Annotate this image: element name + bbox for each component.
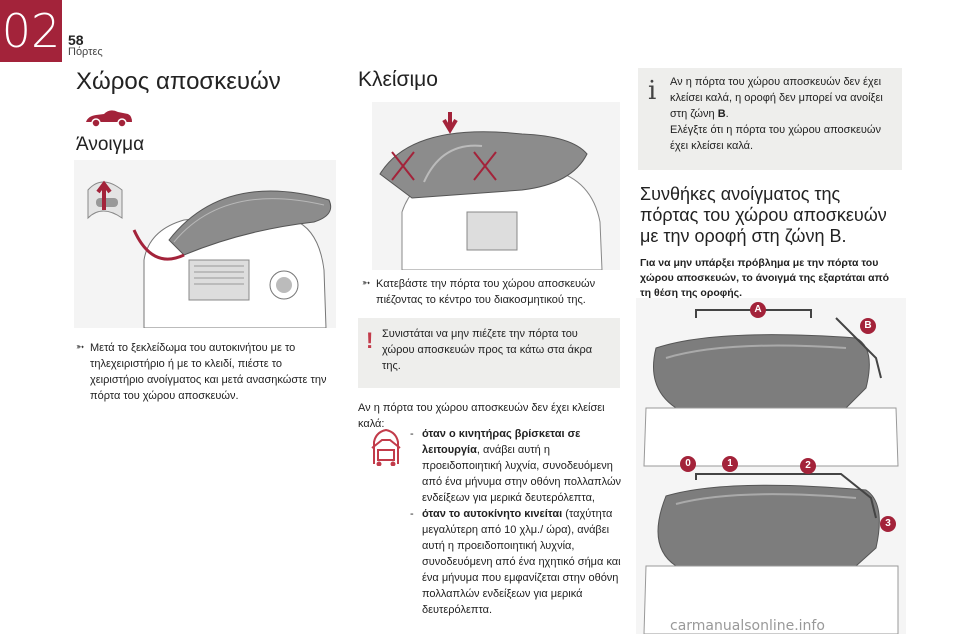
status-item-heading: όταν το αυτοκίνητο κινείται	[422, 508, 563, 520]
subsection-title-opening: Άνοιγμα	[76, 134, 145, 155]
closing-instruction: ➳ Κατεβάστε την πόρτα του χώρου αποσκευώ…	[362, 276, 612, 308]
status-item-vehicle-moving: - όταν το αυτοκίνητο κινείται (ταχύτητα …	[410, 508, 621, 616]
zone-badge-a: A	[750, 302, 766, 318]
status-item-heading: όταν ο κινητήρας βρίσκεται σε λειτουργία	[422, 428, 581, 456]
status-intro: Αν η πόρτα του χώρου αποσκευών δεν έχει …	[358, 402, 605, 430]
info-text-part1: Αν η πόρτα του χώρου αποσκευών δεν έχει …	[670, 76, 883, 120]
zone-badge-2: 2	[800, 458, 816, 474]
status-item-text: (ταχύτητα μεγαλύτερη από 10 χλμ./ ώρα), …	[422, 508, 621, 616]
info-zone-label: B	[717, 108, 726, 120]
warning-text: Συνιστάται να μην πιέζετε την πόρτα του …	[382, 328, 593, 372]
warning-box: ! Συνιστάται να μην πιέζετε την πόρτα το…	[358, 318, 620, 388]
open-boot-warning-icon	[368, 426, 404, 467]
zone-badge-3: 3	[880, 516, 896, 532]
bullet-arrow-icon: ➳	[76, 342, 85, 353]
zone-badge-0: 0	[680, 456, 696, 472]
roof-position-diagram: A B 0 1 2 3	[636, 298, 906, 635]
page-number: 58	[68, 32, 84, 48]
info-text-part2: .	[725, 108, 729, 120]
bullet-arrow-icon: ➳	[362, 278, 371, 289]
convertible-car-icon	[84, 104, 134, 128]
status-item-engine-running: - όταν ο κινητήρας βρίσκεται σε λειτουργ…	[410, 428, 622, 504]
zone-badge-1: 1	[722, 456, 738, 472]
info-text: Αν η πόρτα του χώρου αποσκευών δεν έχει …	[670, 74, 896, 154]
info-text-part3: Ελέγξτε ότι η πόρτα του χώρου αποσκευών …	[670, 124, 881, 152]
opening-instruction-text: Μετά το ξεκλείδωμα του αυτοκινήτου με το…	[90, 342, 327, 402]
conditions-note: Για να μην υπάρξει πρόβλημα με την πόρτα…	[640, 257, 890, 299]
info-box: i Αν η πόρτα του χώρου αποσκευών δεν έχε…	[638, 68, 902, 170]
section-title-closing: Κλείσιμο	[358, 68, 438, 91]
status-item-text: , ανάβει αυτή η προειδοποιητική λυχνία, …	[422, 444, 622, 504]
conditions-title: Συνθήκες ανοίγματος της πόρτας του χώρου…	[640, 184, 887, 246]
site-watermark: carmanualsonline.info	[670, 618, 825, 634]
chapter-title: Πόρτες	[68, 46, 103, 58]
chapter-number: 02	[0, 0, 62, 62]
closing-instruction-text: Κατεβάστε την πόρτα του χώρου αποσκευών …	[376, 278, 596, 306]
info-icon: i	[648, 76, 657, 106]
exclamation-icon: !	[366, 328, 374, 353]
zone-badge-b: B	[860, 318, 876, 334]
trunk-closing-illustration	[372, 102, 620, 271]
section-title: Χώρος αποσκευών	[76, 68, 281, 95]
trunk-opening-illustration	[74, 160, 336, 329]
opening-instruction: ➳ Μετά το ξεκλείδωμα του αυτοκινήτου με …	[76, 340, 338, 404]
